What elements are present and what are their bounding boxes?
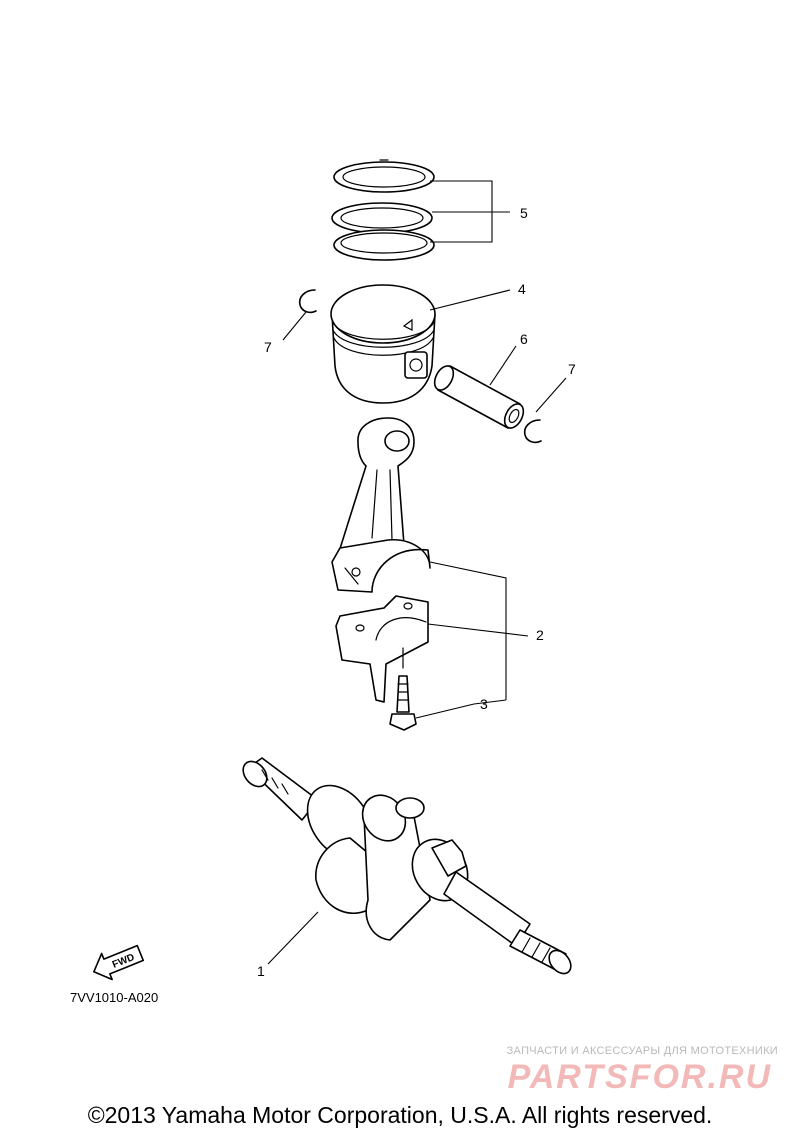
leader-lines	[267, 180, 567, 965]
callout-3: 3	[480, 696, 488, 712]
callout-7-right: 7	[568, 361, 576, 377]
callout-labels: 5 4 7 6 7 2 3 1	[257, 205, 576, 979]
piston-pin	[433, 365, 525, 429]
callout-6: 6	[520, 331, 528, 347]
callout-2: 2	[536, 627, 544, 643]
copyright-notice: ©2013 Yamaha Motor Corporation, U.S.A. A…	[87, 1102, 713, 1128]
callout-7-left: 7	[264, 339, 272, 355]
connecting-rod	[331, 417, 431, 593]
crankshaft	[242, 757, 572, 975]
callout-1: 1	[257, 963, 265, 979]
callout-5: 5	[520, 205, 528, 221]
circlip-left	[298, 289, 317, 314]
connecting-rod-cap	[335, 595, 429, 703]
circlip-right	[523, 419, 542, 444]
diagram-code: 7VV1010-A020	[70, 990, 159, 1005]
watermark-logo: PARTSFOR.RU	[507, 1058, 772, 1096]
watermark-caption: ЗАПЧАСТИ И АКСЕССУАРЫ ДЛЯ МОТОТЕХНИКИ	[506, 1045, 778, 1057]
piston-rings	[331, 159, 435, 261]
piston	[330, 284, 436, 404]
cap-bolt	[389, 647, 417, 731]
fwd-arrow-icon: FWD	[93, 944, 145, 981]
callout-4: 4	[518, 281, 526, 297]
